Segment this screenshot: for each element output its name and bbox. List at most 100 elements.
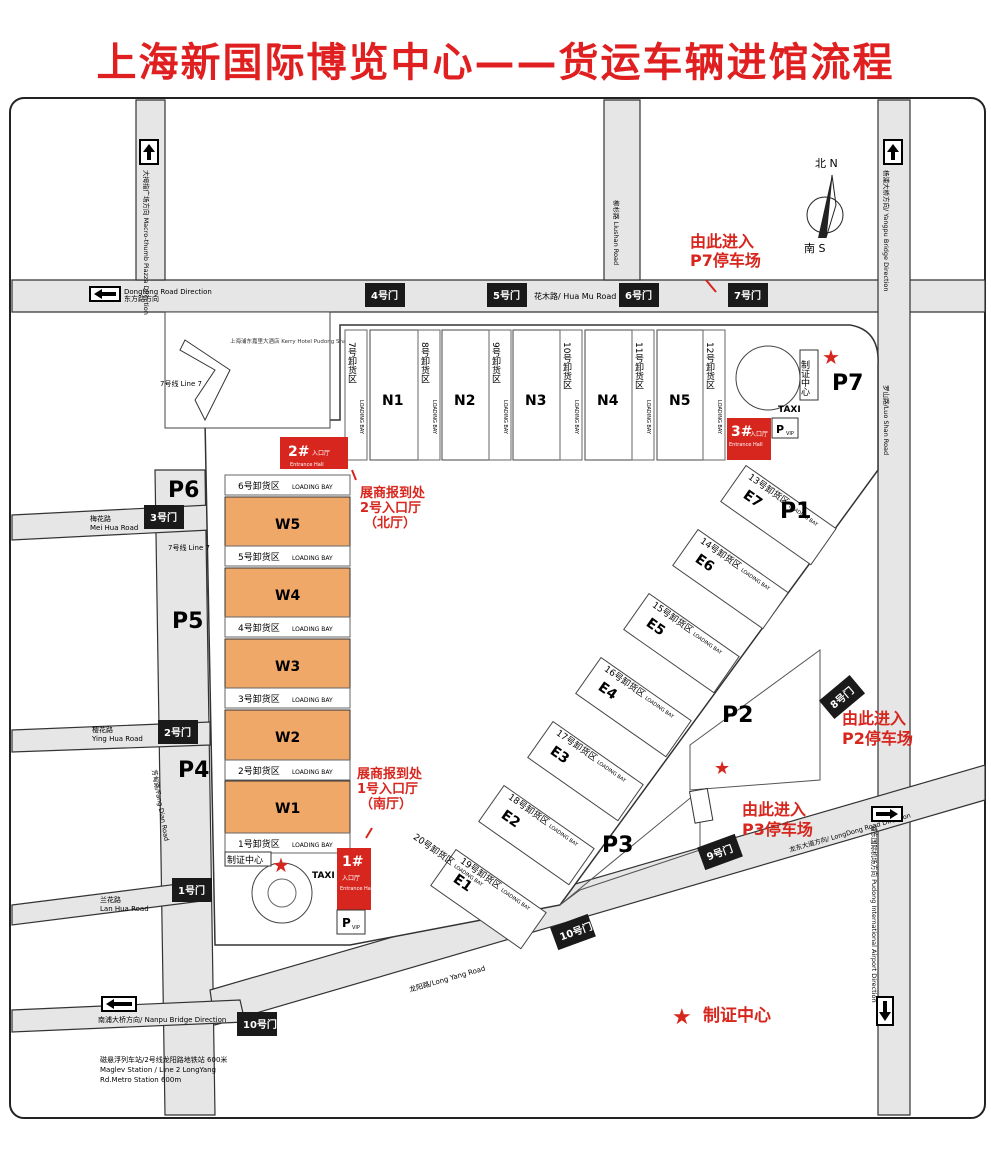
gate-label: 7号门 bbox=[734, 289, 761, 302]
hall-e5: E5 bbox=[623, 592, 740, 694]
road-lushan bbox=[603, 99, 641, 281]
maglev-en-1: Maglev Station / Line 2 LongYang bbox=[100, 1066, 216, 1074]
note-south-report-3: （南厅） bbox=[360, 796, 412, 812]
road-yinghua-cn: 樱花路 bbox=[92, 725, 113, 734]
road-luoshan bbox=[877, 99, 911, 1116]
loading-bay-west bbox=[224, 687, 351, 709]
loading-bay-en: LOADING BAY bbox=[292, 769, 333, 776]
arrow-up-icon bbox=[139, 139, 159, 165]
svg-text:制证中心: 制证中心 bbox=[799, 359, 810, 396]
parking-p2: P2 bbox=[722, 703, 753, 728]
vip-parking-north: P VIP bbox=[771, 417, 799, 439]
svg-text:VIP: VIP bbox=[786, 431, 794, 437]
arrow-right-icon bbox=[871, 806, 903, 822]
hall-n4 bbox=[584, 329, 636, 461]
entrance-3: 3# 入口厅 Entrance Hall bbox=[727, 418, 771, 460]
loading-bay-en: LOADING BAY bbox=[292, 626, 333, 633]
taxi-label-south: TAXI bbox=[312, 871, 335, 881]
loading-bay-label: 12号卸货区 bbox=[704, 342, 715, 389]
hall-e3: E3 bbox=[527, 720, 644, 822]
loading-bay-en: LOADING BAY bbox=[645, 400, 651, 435]
loading-bay-en: LOADING BAY bbox=[431, 400, 437, 435]
svg-text:P: P bbox=[776, 423, 784, 436]
hall-w2 bbox=[224, 709, 351, 763]
svg-text:2#: 2# bbox=[288, 444, 309, 460]
road-huamu-label: 花木路/ Hua Mu Road bbox=[534, 291, 616, 301]
p2-area bbox=[689, 649, 821, 791]
loading-bay-label: 10号卸货区 bbox=[561, 342, 572, 389]
svg-text:1#: 1# bbox=[342, 854, 363, 870]
note-p2-1: 由此进入 bbox=[842, 709, 906, 728]
gate-g7: 7号门 bbox=[728, 283, 768, 307]
legend-star-icon: ★ bbox=[672, 1005, 692, 1030]
hall-label: N4 bbox=[597, 393, 619, 409]
hall-n1 bbox=[369, 329, 421, 461]
note-p3-1: 由此进入 bbox=[742, 800, 806, 819]
gate-label: 5号门 bbox=[493, 289, 520, 302]
road-yangpu-label: 杨浦大桥方向/ Yangpu Bridge Direction bbox=[882, 170, 891, 292]
hall-w1 bbox=[224, 780, 351, 834]
compass-icon: 北 N 南 S bbox=[804, 157, 844, 255]
gate-label: 10号门 bbox=[243, 1018, 277, 1031]
note-p7-1: 由此进入 bbox=[690, 232, 754, 251]
gate-g6: 6号门 bbox=[619, 283, 659, 307]
loading-bay-en: LOADING BAY bbox=[292, 484, 333, 491]
gate-g2: 2号门 bbox=[158, 720, 198, 744]
hall-label: W3 bbox=[275, 659, 300, 675]
svg-text:入口厅: 入口厅 bbox=[312, 450, 330, 457]
svg-text:VIP: VIP bbox=[352, 925, 360, 931]
metro-line7-b: 7号线 Line 7 bbox=[168, 543, 210, 552]
star-icon: ★ bbox=[822, 345, 840, 369]
arrow-up-icon bbox=[883, 139, 903, 165]
hall-w4 bbox=[224, 567, 351, 621]
maglev-cn: 磁悬浮列车站/2号线龙阳路地铁站 600米 bbox=[100, 1055, 227, 1064]
red-arrow-icon bbox=[705, 279, 717, 293]
star-icon: ★ bbox=[272, 853, 290, 877]
taxi-label-north: TAXI bbox=[778, 405, 801, 415]
parking-p1: P1 bbox=[780, 499, 811, 524]
hall-e1: E1 bbox=[430, 848, 547, 950]
road-dongfang-en: Dongfang Road Direction bbox=[124, 288, 212, 296]
gate-g9: 9号门 bbox=[697, 833, 743, 871]
loading-bay-north bbox=[417, 329, 441, 461]
note-north-report-3: （北厅） bbox=[364, 515, 416, 531]
loading-bay-en: LOADING BAY bbox=[716, 400, 722, 435]
gate-g10b: 10号门 bbox=[237, 1012, 277, 1036]
loading-bay-en: LOADING BAY bbox=[358, 400, 364, 435]
hall-label: W2 bbox=[275, 730, 300, 746]
road-nanpu-label: 南浦大桥方向/ Nanpu Bridge Direction bbox=[98, 1015, 226, 1024]
arrow-left-icon bbox=[89, 286, 121, 302]
entrance-2: 2# 入口厅 Entrance Hall bbox=[280, 437, 348, 469]
gate-g3: 3号门 bbox=[144, 505, 184, 529]
hall-label: W4 bbox=[275, 588, 300, 604]
svg-text:Entrance Hall: Entrance Hall bbox=[340, 886, 374, 892]
svg-text:制证中心: 制证中心 bbox=[227, 854, 263, 866]
loading-bay-en: LOADING BAY bbox=[292, 555, 333, 562]
loading-bay-west bbox=[224, 474, 351, 496]
note-south-report-1: 展商报到处 bbox=[357, 766, 423, 782]
svg-text:Entrance Hall: Entrance Hall bbox=[729, 442, 763, 448]
loading-bay-north bbox=[559, 329, 583, 461]
note-north-report-1: 展商报到处 bbox=[360, 485, 426, 501]
loading-bay-en: LOADING BAY bbox=[292, 842, 333, 849]
road-yinghua-en: Ying Hua Road bbox=[91, 735, 143, 743]
svg-text:Entrance Hall: Entrance Hall bbox=[290, 462, 324, 468]
gate-g1: 1号门 bbox=[172, 878, 212, 902]
hall-w5 bbox=[224, 496, 351, 550]
loading-bay-west bbox=[224, 759, 351, 781]
loading-bay-label: 9号卸货区 bbox=[490, 342, 501, 384]
loading-bay-north bbox=[488, 329, 512, 461]
loading-bay-north bbox=[702, 329, 726, 461]
gate-label: 3号门 bbox=[150, 511, 177, 524]
hall-label: N3 bbox=[525, 393, 546, 409]
parking-p7: P7 bbox=[832, 371, 863, 396]
loading-bay-north bbox=[344, 329, 368, 461]
hall-label: N5 bbox=[669, 393, 690, 409]
note-p2-2: P2停车场 bbox=[842, 729, 913, 748]
maglev-en-2: Rd.Metro Station 600m bbox=[100, 1076, 181, 1084]
road-lanhua-cn: 兰花路 bbox=[100, 895, 121, 904]
loading-bay-west bbox=[224, 616, 351, 638]
loading-bay-label: 11号卸货区 bbox=[633, 342, 644, 389]
